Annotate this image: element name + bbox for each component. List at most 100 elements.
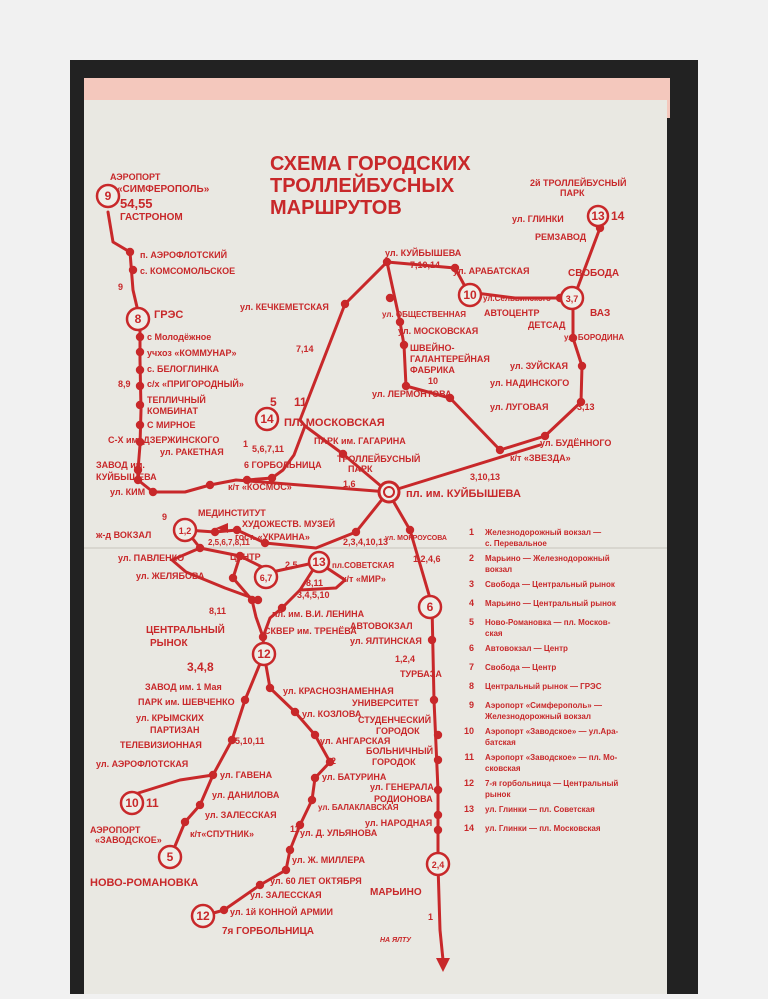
stop-dot (405, 525, 415, 535)
stop-dot (310, 730, 320, 740)
route-marker-12: 12 (251, 641, 277, 667)
route-marker-number: 12 (257, 647, 271, 661)
label-teplichny-1: ТЕПЛИЧНЫЙ (147, 394, 206, 405)
legend-number: 8 (469, 681, 474, 691)
label-shveyno-2: ГАЛАНТЕРЕЙНАЯ (410, 353, 490, 364)
legend-number: 3 (469, 579, 474, 589)
route-marker-number: 10 (463, 288, 477, 302)
stop-dot (210, 527, 220, 537)
stop-dot (247, 595, 257, 605)
stop-dot (382, 257, 392, 267)
label-kozlova: ул. КОЗЛОВА (302, 709, 362, 719)
legend-text: батская (485, 738, 516, 747)
label-svoboda: СВОБОДА (568, 268, 619, 279)
legend-text: Марьино — Железнодорожный (485, 554, 610, 563)
legend-text: Железнодорожный вокзал — (484, 528, 601, 537)
stop-dot (195, 800, 205, 810)
stop-dot (576, 397, 586, 407)
label-pl-kuibysheva: пл. им. КУЙБЫШЕВА (406, 487, 521, 500)
legend-number: 5 (469, 617, 474, 627)
stop-dot (385, 293, 395, 303)
route-marker-circle (125, 306, 151, 332)
label-rodionova-2: РОДИОНОВА (374, 794, 433, 804)
airport-name: «СИМФЕРОПОЛЬ» (117, 184, 210, 195)
stop-dot (399, 340, 409, 350)
stop-dot (267, 473, 277, 483)
stop-dot (240, 695, 250, 705)
route-marker-circle (253, 564, 279, 590)
route-line-aeroflotskaya (130, 773, 215, 797)
stop-dot (340, 299, 350, 309)
route-marker-circle (157, 844, 183, 870)
label-zuyskaya: ул. ЗУЙСКАЯ (510, 360, 568, 371)
label-prigorodny: с/х «ПРИГОРОДНЫЙ» (147, 378, 244, 389)
stop-dot (235, 551, 245, 561)
stop-dot (180, 817, 190, 827)
label-routes-8-11b: 8,11 (209, 606, 226, 616)
route-marker-5: 5 (157, 844, 183, 870)
stop-dot (148, 487, 158, 497)
legend-text: вокзал (485, 565, 512, 574)
label-kosmos: к/т «КОСМОС» (228, 482, 292, 492)
route-marker-number: 6 (427, 600, 434, 614)
label-1-konnoy-armii: ул. 1й КОННОЙ АРМИИ (230, 906, 333, 917)
legend-number: 4 (469, 598, 474, 608)
label-aeroflotsky: п. АЭРОФЛОТСКИЙ (140, 249, 227, 260)
route-marker-number: 13 (591, 209, 605, 223)
stop-dot (450, 263, 460, 273)
label-krasnoznamennaya: ул. КРАСНОЗНАМЕННАЯ (283, 686, 394, 696)
stop-dot (227, 735, 237, 745)
stop-dot (295, 820, 305, 830)
label-kim: ул. КИМ (110, 487, 145, 497)
label-arabatskaya: ул. АРАБАТСКАЯ (453, 266, 529, 276)
label-kechkemetskaya: ул. КЕЧКЕМЕТСКАЯ (240, 302, 329, 312)
legend-number: 10 (464, 726, 474, 736)
route-marker-circle (559, 285, 585, 311)
label-detsad: ДЕТСАД (528, 320, 566, 330)
label-routes-8-11a: 8,11 (306, 578, 323, 588)
label-selvinskogo: ул.Сельвинского (483, 294, 551, 303)
stop-dot (135, 400, 145, 410)
legend-item-4: 4 Марьино — Центральный рынок (469, 598, 617, 608)
label-routes-3-10-13: 3,10,13 (470, 472, 500, 482)
stop-dot (219, 905, 229, 915)
label-central-market-2: РЫНОК (150, 638, 188, 649)
label-routes-7-14: 7,14 (296, 344, 314, 354)
stop-dot (205, 480, 215, 490)
stop-dot (433, 730, 443, 740)
stop-dot (495, 445, 505, 455)
legend-text: Марьино — Центральный рынок (485, 599, 617, 608)
label-routes-2-5: 2,5 (285, 560, 298, 570)
label-narodnaya: ул. НАРОДНАЯ (365, 818, 432, 828)
route-marker-number: 2,4 (432, 860, 445, 870)
route-marker-circle (251, 641, 277, 667)
label-routes-1-2-4-6: 1,2,4,6 (413, 554, 441, 564)
route-marker-number: 3,7 (566, 294, 579, 304)
route-marker-2-4: 2,4 (425, 851, 451, 877)
stop-dot (133, 475, 143, 485)
stop-dot (433, 825, 443, 835)
label-avtocentr: АВТОЦЕНТР (484, 308, 540, 318)
label-khud-muzey: ХУДОЖЕСТВ. МУЗЕЙ (242, 518, 335, 529)
stop-dot (125, 247, 135, 257)
stop-dot (135, 365, 145, 375)
label-centr: ЦЕНТР (230, 552, 261, 562)
stop-dot (133, 465, 143, 475)
stop-dot (195, 543, 205, 553)
route-marker-number: 14 (260, 412, 274, 426)
stop-dot (433, 755, 443, 765)
label-mir: к/т «МИР» (342, 574, 386, 584)
stop-dot (433, 810, 443, 820)
label-angarskaya: ул. АНГАРСКАЯ (320, 736, 390, 746)
label-aero-zavod-2: «ЗАВОДСКОЕ» (95, 835, 162, 845)
label-rodionova-1: ул. ГЕНЕРАЛА (370, 782, 434, 792)
legend-number: 9 (469, 700, 474, 710)
legend-text: с. Перевальное (485, 539, 547, 548)
route-marker-circle (119, 790, 145, 816)
